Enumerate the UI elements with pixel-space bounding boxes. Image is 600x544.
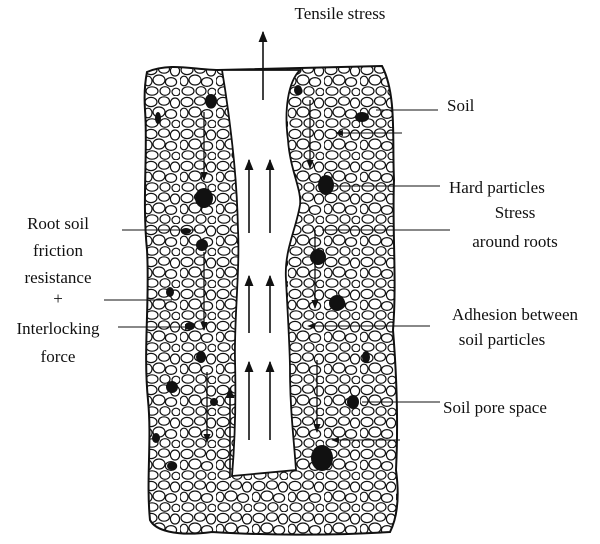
hard-particle [185,322,195,330]
hard-particle [210,398,218,406]
hard-particle [355,112,369,122]
hard-particle [195,188,213,208]
hard-particle [347,395,359,409]
hard-particles-label: Hard particles [449,178,545,197]
hard-particle [310,249,326,265]
hard-particle [155,112,161,124]
title-label: Tensile stress [295,4,386,23]
hard-particle [181,228,191,234]
stress-label-line1: Stress [495,203,536,222]
hard-particle [205,94,217,108]
hard-particle [318,175,334,195]
root-friction-label-line2: friction [33,241,84,260]
interlocking-label-line1: Interlocking [16,319,100,338]
stress-label-line2: around roots [472,232,557,251]
tension-arrows [225,30,275,478]
hard-particle [294,85,302,95]
hard-particle [167,462,177,470]
root-shape [220,69,303,477]
adhesion-label-line2: soil particles [459,330,545,349]
leader-lines [104,109,450,444]
plus-label: + [53,289,63,308]
adhesion-label-line1: Adhesion between [452,305,579,324]
hard-particle [329,295,345,311]
pore-space-label: Soil pore space [443,398,547,417]
root-friction-label-line1: Root soil [27,214,89,233]
hard-particle [362,351,370,363]
hard-particle [166,381,178,393]
hard-particle [166,287,174,297]
hard-particle [196,239,208,251]
hard-particle [196,351,206,363]
hard-particle [152,433,160,443]
root-friction-label-line3: resistance [24,268,91,287]
interlocking-label-line2: force [41,347,76,366]
soil-label: Soil [447,96,475,115]
hard-particle [311,445,333,471]
stress-arrows [200,100,321,443]
